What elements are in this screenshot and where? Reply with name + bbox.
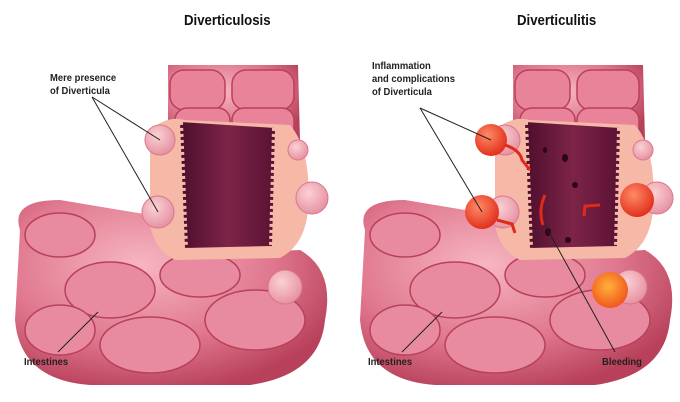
label-inflammation: Inflammation and complications of Divert… <box>372 60 455 99</box>
label-mere-presence: Mere presence of Diverticula <box>50 72 116 98</box>
title-diverticulosis: Diverticulosis <box>184 12 271 29</box>
label-intestines-left: Intestines <box>24 356 69 368</box>
label-line: Mere presence <box>50 72 117 84</box>
leader-lines <box>57 96 616 353</box>
label-line: of Diverticula <box>372 86 432 98</box>
label-line: of Diverticula <box>50 85 110 97</box>
label-line: Inflammation <box>372 60 431 72</box>
label-line: and complications <box>372 73 455 85</box>
label-bleeding: Bleeding <box>602 356 642 368</box>
colon-diverticulosis <box>15 65 328 385</box>
inflamed-diverticula <box>465 124 654 308</box>
label-intestines-right: Intestines <box>368 356 413 368</box>
title-diverticulitis: Diverticulitis <box>517 12 597 29</box>
colon-diverticulitis <box>360 65 673 385</box>
